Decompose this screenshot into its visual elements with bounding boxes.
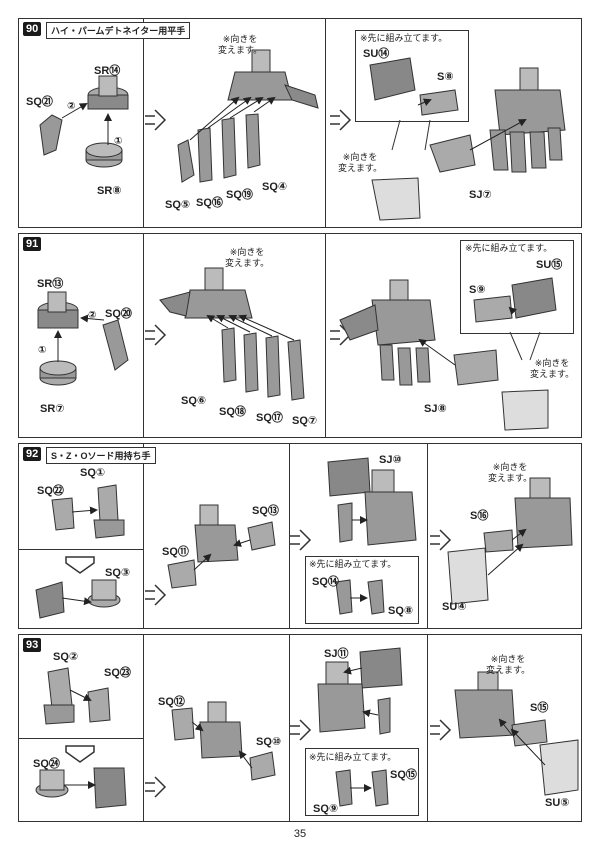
part-label: SQ⑭ <box>312 576 339 588</box>
part-label: SQ④ <box>262 181 288 193</box>
part-label: SQ② <box>53 651 79 663</box>
step-90-parts <box>39 49 566 221</box>
part-label: SU⑮ <box>536 259 563 271</box>
part-label: SQ⑥ <box>181 395 207 407</box>
step-title: S・Z・Oソード用持ち手 <box>46 447 156 464</box>
part-label: SR⑧ <box>97 185 122 197</box>
step-number: 93 <box>23 638 42 652</box>
part-label: SQ⑳ <box>105 308 132 320</box>
subassembly-inset-92 <box>305 556 419 624</box>
subassembly-inset-93 <box>305 748 419 816</box>
step-90-panel <box>18 18 582 228</box>
part-label: SQ㉓ <box>104 667 131 679</box>
step-92-parts <box>35 457 573 619</box>
step-number: 91 <box>23 237 42 251</box>
orientation-note: ※向きを 変えます。 <box>488 462 533 483</box>
step-callout: ② <box>88 310 97 321</box>
part-label: SQ⑮ <box>390 769 417 781</box>
page-number: 35 <box>293 828 307 840</box>
part-label: SR⑭ <box>94 65 121 77</box>
part-label: SQ⑰ <box>256 412 283 424</box>
part-label: SU⑤ <box>545 797 570 809</box>
step-number: 90 <box>23 22 42 36</box>
preassembly-note: ※先に組み立てます。 <box>360 33 448 43</box>
orientation-note: ※向きを 変えます。 <box>530 358 575 379</box>
part-label: SQ㉒ <box>37 485 64 497</box>
part-label: SQ① <box>80 467 106 479</box>
part-label: SJ⑧ <box>424 403 447 415</box>
part-label: SQ⑯ <box>196 197 223 209</box>
part-label: SQ⑨ <box>313 803 339 815</box>
preassembly-note: ※先に組み立てます。 <box>309 752 397 762</box>
part-label: SQ③ <box>105 567 131 579</box>
part-label: SJ⑦ <box>469 189 492 201</box>
part-label: SQ⑤ <box>165 199 191 211</box>
orientation-note: ※向きを 変えます。 <box>338 152 383 173</box>
part-label: SQ⑬ <box>252 505 279 517</box>
step-number: 92 <box>23 447 42 461</box>
part-label: SQ⑫ <box>158 696 185 708</box>
part-label: SR⑦ <box>40 403 65 415</box>
part-label: SU⑭ <box>363 48 390 60</box>
part-label: SU④ <box>442 601 467 613</box>
step-callout: ① <box>114 136 123 147</box>
part-label: SJ⑩ <box>379 454 402 466</box>
step-callout: ② <box>67 101 76 112</box>
preassembly-note: ※先に組み立てます。 <box>465 243 553 253</box>
part-label: S⑧ <box>437 71 454 83</box>
part-label: S⑮ <box>530 702 549 714</box>
part-label: SQ㉑ <box>26 96 53 108</box>
part-label: SQ⑩ <box>256 736 282 748</box>
step-93-parts <box>35 647 579 809</box>
part-label: SJ⑪ <box>324 648 349 660</box>
part-label: SQ⑧ <box>388 605 414 617</box>
part-label: SQ⑪ <box>162 546 189 558</box>
part-label: SQ⑦ <box>292 415 318 427</box>
part-label: SQ⑱ <box>219 406 246 418</box>
step-callout: ① <box>38 345 47 356</box>
part-label: SR⑬ <box>37 278 64 290</box>
orientation-note: ※向きを 変えます。 <box>225 247 270 268</box>
step-91-parts <box>37 267 557 431</box>
part-label: S⑯ <box>470 510 489 522</box>
part-label: SQ⑲ <box>226 189 253 201</box>
orientation-note: ※向きを 変えます。 <box>218 34 263 55</box>
part-label: S⑨ <box>469 284 486 296</box>
preassembly-note: ※先に組み立てます。 <box>309 559 397 569</box>
orientation-note: ※向きを 変えます。 <box>486 654 531 675</box>
step-title: ハイ・パームデトネイター用平手 <box>46 22 191 39</box>
part-label: SQ㉔ <box>33 758 60 770</box>
